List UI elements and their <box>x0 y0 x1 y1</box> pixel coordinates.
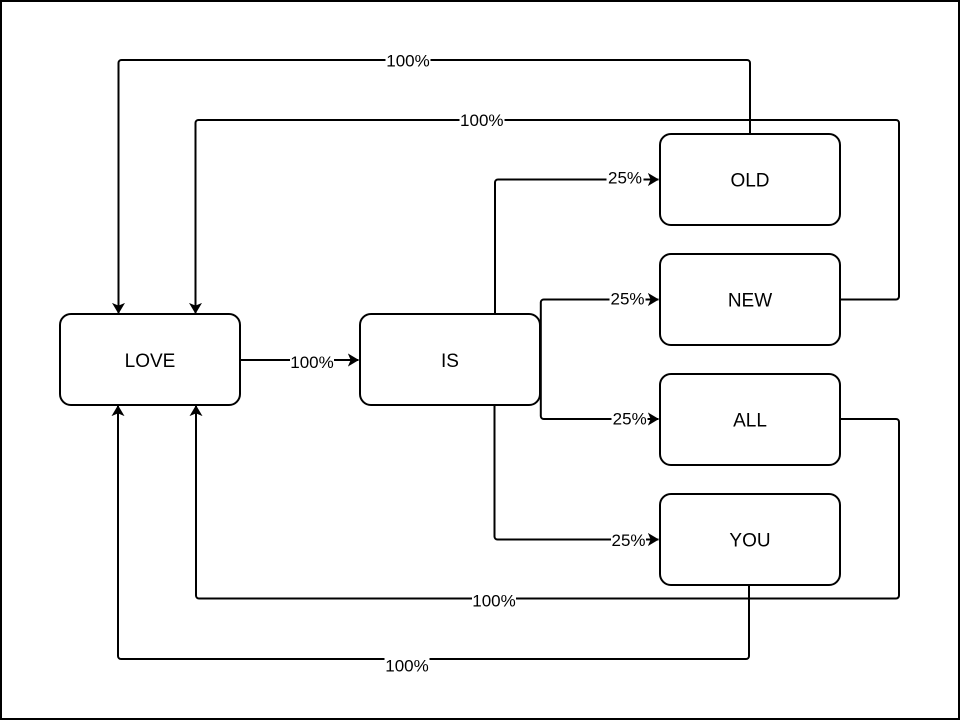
svg-text:YOU: YOU <box>729 531 770 552</box>
svg-text:100%: 100% <box>290 353 333 372</box>
svg-text:OLD: OLD <box>730 171 769 192</box>
svg-text:25%: 25% <box>611 531 645 550</box>
svg-text:100%: 100% <box>460 111 503 130</box>
svg-text:IS: IS <box>441 351 459 372</box>
svg-text:LOVE: LOVE <box>125 351 176 372</box>
svg-text:ALL: ALL <box>733 411 767 432</box>
svg-text:25%: 25% <box>613 410 647 429</box>
svg-text:100%: 100% <box>472 592 515 611</box>
svg-text:NEW: NEW <box>728 291 772 312</box>
svg-text:25%: 25% <box>608 169 642 188</box>
svg-text:25%: 25% <box>610 290 644 309</box>
svg-text:100%: 100% <box>386 51 429 70</box>
svg-text:100%: 100% <box>385 657 428 676</box>
